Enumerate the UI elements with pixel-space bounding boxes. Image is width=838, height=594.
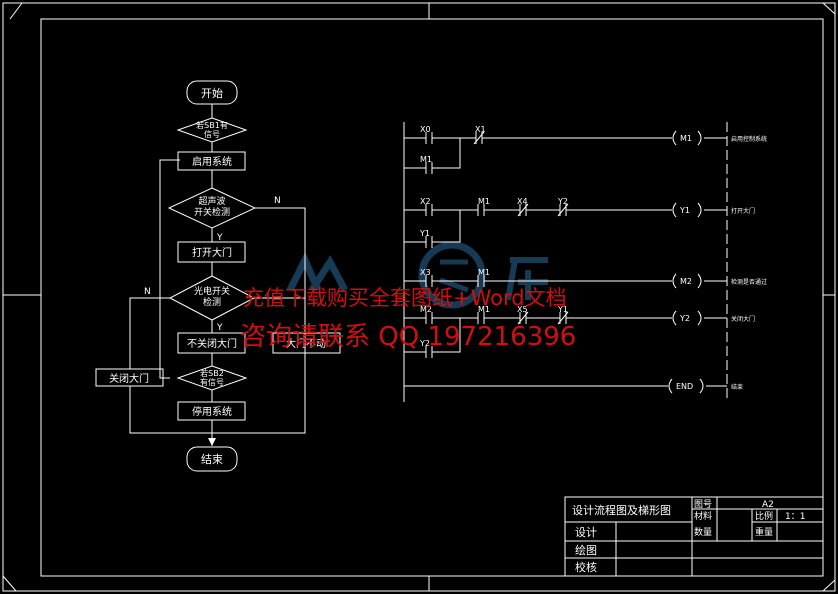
title-block-scale-label: 比例 [755, 510, 773, 522]
flow-end-label: 结束 [201, 453, 223, 466]
ladder-rung-3-contact-1: X3 [420, 268, 431, 277]
flow-photo-decision [168, 275, 256, 321]
flow-end [186, 446, 238, 472]
flow-photo-label-2: 检测 [203, 296, 221, 308]
flow-open-gate-label: 打开大门 [192, 246, 232, 259]
ladder-rung-1: X0 X1 M1 M1 启用控制系统 [404, 125, 767, 174]
flow-gate-still-label: 大门不动 [286, 337, 326, 350]
ladder-rung-end: END 结束 [404, 378, 743, 394]
title-block-quantity-label: 数量 [694, 526, 712, 538]
title-block-material-label: 材料 [694, 510, 712, 522]
flow-close-gate [95, 368, 164, 387]
ladder-rung-4-contact-4: Y1 [557, 305, 568, 314]
flow-start [186, 80, 238, 105]
ladder-rung-2-coil: Y1 [679, 206, 690, 215]
watermark-line-2: 咨询请联系 QQ 197216396 [240, 322, 576, 352]
ladder-rung-2-contact-1: X2 [420, 197, 431, 206]
flow-connectors [129, 104, 306, 446]
ladder-rung-2-contact-4: Y2 [557, 197, 568, 206]
ladder-diagram: X0 X1 M1 M1 启用控制系统 X2 M1 X4 Y2 Y [403, 122, 767, 402]
ladder-rung-1-coil: M1 [680, 134, 692, 143]
flow-ultrasonic-label-1: 超声波 [198, 195, 225, 207]
ladder-rung-4: M2 M1 X5 Y1 Y2 Y2 关闭大门 [404, 305, 755, 358]
title-block-check: 校核 [575, 560, 597, 574]
flow-enable-system [177, 151, 246, 171]
flow-ultrasonic-decision [167, 187, 257, 229]
flow-sb2-decision [176, 365, 248, 391]
ladder-rung-4-contact-3: X5 [517, 305, 528, 314]
ladder-rung-3: X3 M1 M2 检测是否通过 [404, 268, 767, 289]
ladder-rung-4-branch: Y2 [419, 339, 430, 348]
flow-photo-label-1: 光电开关 [194, 285, 230, 297]
flow-gate-still [272, 332, 341, 354]
title-block-draw: 绘图 [575, 543, 597, 557]
ladder-rung-3-contact-2: M1 [478, 268, 490, 277]
flow-start-label: 开始 [201, 86, 223, 100]
title-block-drawing-no-label: 图号 [694, 499, 712, 510]
flow-keep-open-label: 不关闭大门 [187, 337, 237, 350]
flow-sb1-decision [176, 117, 248, 143]
flow-sb2-label-2: 有信号 [200, 377, 224, 387]
ladder-rung-4-contact-2: M1 [478, 305, 490, 314]
ladder-end-coil: END [676, 382, 693, 391]
flow-ultrasonic-label-2: 开关检测 [194, 206, 230, 218]
flow-photo-no: N [144, 287, 151, 297]
flow-ultrasonic-no: N [274, 196, 281, 206]
ladder-rung-1-note: 启用控制系统 [731, 135, 767, 143]
ladder-rung-2: X2 M1 X4 Y2 Y1 Y1 打开大门 [404, 197, 755, 248]
flow-sb1-label-2: 信号 [204, 129, 220, 139]
flow-sb1-label-1: 若SB1有 [196, 120, 228, 130]
ladder-rung-1-contact-1: X0 [420, 125, 431, 134]
ladder-rung-3-note: 检测是否通过 [731, 278, 767, 286]
ladder-rung-4-note: 关闭大门 [731, 315, 755, 323]
title-block: 设计流程图及梯形图 设计 绘图 校核 图号 A2 材料 比例 1：1 数量 重量 [564, 496, 824, 577]
ladder-rung-1-branch: M1 [420, 155, 432, 164]
ladder-end-note: 结束 [731, 383, 743, 391]
flow-open-gate [177, 241, 246, 263]
flow-disable-label: 停用系统 [192, 405, 232, 418]
flow-close-gate-label: 关闭大门 [109, 372, 149, 385]
flowchart: 开始 若SB1有 信号 启用系统 超声波 开关检测 Y N 打开大门 光电开关 … [95, 80, 341, 472]
ladder-rung-2-contact-3: X4 [517, 197, 528, 206]
ladder-rung-2-branch: Y1 [419, 229, 430, 238]
ladder-rung-1-contact-2: X1 [475, 125, 486, 134]
flow-disable-system [177, 401, 246, 421]
title-block-drawing-no: A2 [762, 500, 774, 510]
watermark: 充值下载购买全套图纸+Word文档 咨询请联系 QQ 197216396 [240, 286, 576, 352]
flow-ultrasonic-yes: Y [216, 233, 223, 243]
flow-enable-label: 启用系统 [192, 155, 232, 168]
flow-photo-yes: Y [216, 323, 223, 333]
title-block-weight-label: 重量 [755, 526, 773, 538]
title-block-design: 设计 [575, 526, 597, 539]
ladder-rung-4-coil: Y2 [679, 314, 690, 323]
ladder-rung-2-contact-2: M1 [478, 197, 490, 206]
title-block-title: 设计流程图及梯形图 [572, 503, 671, 517]
ladder-rung-3-coil: M2 [680, 277, 692, 286]
ladder-rung-2-note: 打开大门 [731, 207, 755, 215]
title-block-scale: 1：1 [785, 512, 805, 522]
ladder-rung-4-contact-1: M2 [420, 305, 432, 314]
flow-keep-open [177, 332, 246, 354]
flow-sb2-label-1: 若SB2 [200, 368, 224, 378]
watermark-line-1: 充值下载购买全套图纸+Word文档 [243, 286, 567, 310]
